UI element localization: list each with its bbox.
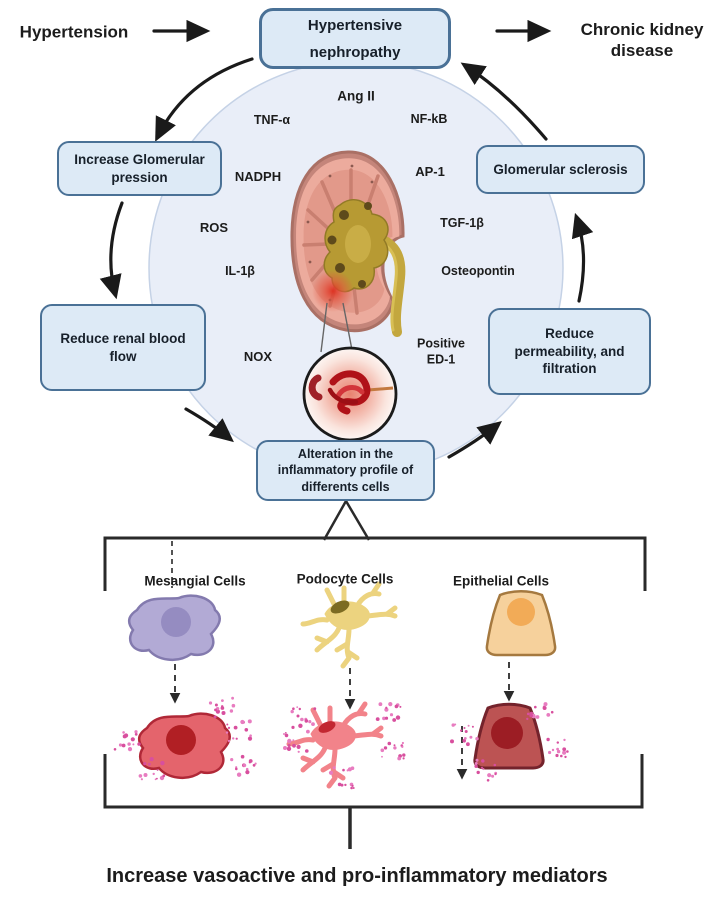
top-bracket [103,498,647,591]
arrow-to-reduce-permeability [447,421,502,459]
bottom-bracket [103,754,644,849]
hypertensive-nephropathy-box: Hypertensive nephropathy [259,8,451,69]
tgf-1b-label: TGF-1β [440,216,484,231]
arrow-to-nephropathy [460,62,548,141]
epithelial-cell-icon [485,590,557,657]
nox-label: NOX [243,348,273,364]
nadph-label: NADPH [234,168,282,184]
kidney-icon [290,150,406,337]
arrow-to-glomerular-sclerosis [571,212,594,303]
mesangial-cell-activated-icon [137,712,231,780]
inflamed-spot [312,270,354,312]
tnf-alpha-label: TNF-α [253,113,291,128]
glomerulus-pointer-lines [320,302,353,353]
ap-1-label: AP-1 [415,163,445,179]
dashed-arrows [169,662,515,780]
podocyte-cell-activated-icon [289,704,381,786]
arrow-to-reduce-renal-flow [99,201,124,300]
alteration-inflammatory-box: Alteration in the inflammatory profile o… [256,440,435,501]
footer-caption: Increase vasoactive and pro-inflammatory… [106,865,608,887]
epithelial-cell-activated-icon [473,702,545,770]
hypertension-label: Hypertension [19,22,129,42]
arrow-to-alteration [184,407,234,443]
epithelial-cells-label: Epithelial Cells [452,573,550,589]
nf-kb-label: NF-kB [410,112,448,127]
arrow-to-increase-pression [155,57,254,142]
mesangial-cell-icon [127,594,221,662]
ros-label: ROS [199,219,229,235]
mediator-speckles [113,696,569,790]
cycle-arrows [99,19,594,459]
glomerular-sclerosis-box: Glomerular sclerosis [476,145,645,194]
osteopontin-label: Osteopontin [441,264,515,279]
ang-ii-label: Ang II [337,88,375,104]
increase-glomerular-pression-box: Increase Glomerular pression [57,141,222,196]
ureter [373,233,406,337]
reduce-permeability-filtration-box: Reduce permeability, and filtration [488,308,651,395]
positive-ed1-label: Positive ED-1 [417,336,465,366]
podocyte-cells-label: Podocyte Cells [296,571,394,587]
reduce-renal-blood-flow-box: Reduce renal blood flow [40,304,206,391]
glomerulus-icon [302,346,398,442]
chronic-kidney-disease-label: Chronic kidney disease [580,19,704,60]
il-1b-label: IL-1β [225,264,255,279]
podocyte-cell-icon [303,584,395,666]
mesangial-cells-label: Mesangial Cells [144,573,246,589]
